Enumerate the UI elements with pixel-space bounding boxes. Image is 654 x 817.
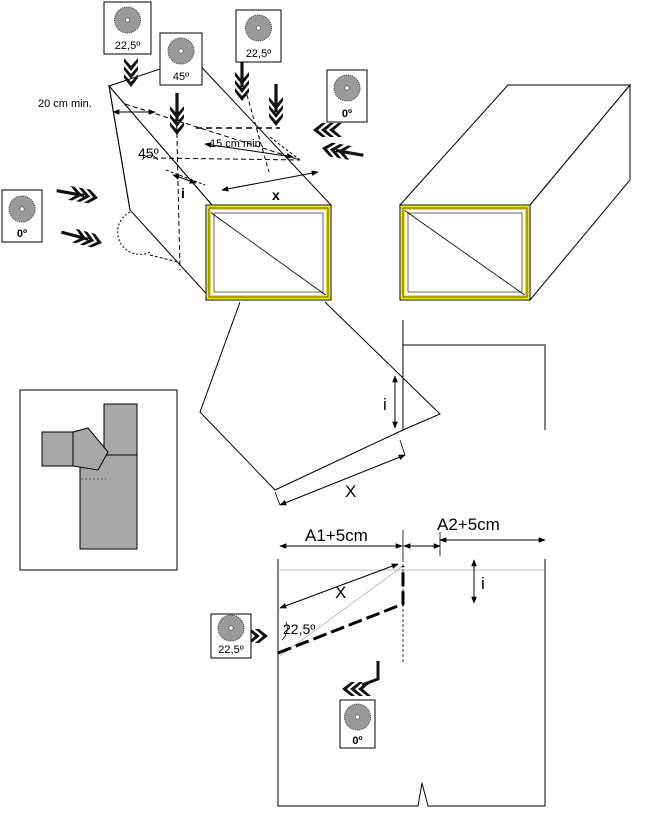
label-x-top: x (272, 187, 280, 203)
cut-arrows (55, 58, 380, 696)
label-x-bottom: X (335, 583, 346, 602)
saw-badge-bottom-left: 22,5º (210, 613, 252, 659)
saw-badge-bottom-center-label: 0º (352, 735, 362, 747)
left-duct (108, 57, 333, 302)
label-i-top: i (181, 185, 185, 201)
saw-badge-top-right: 22,5º (235, 9, 282, 63)
flat-sheet (277, 530, 546, 807)
label-a1: A1+5cm (305, 526, 368, 545)
saw-badge-right-label: 0º (342, 108, 352, 120)
saw-badge-top-middle: 45º (159, 32, 203, 86)
label-x-mid: X (345, 482, 356, 501)
right-duct (398, 83, 632, 302)
saw-badge-right: 0º (326, 69, 368, 123)
label-20cm-min: 20 cm min. (38, 98, 92, 110)
label-a2: A2+5cm (437, 515, 500, 534)
saw-badge-top-left-label: 22,5º (115, 40, 140, 52)
label-15cm-min: 15 cm min. (210, 138, 264, 150)
saw-badge-left: 0º (1, 189, 43, 243)
saw-badge-left-label: 0º (17, 228, 27, 240)
saw-badge-bottom-left-label: 22,5º (218, 644, 243, 656)
saw-badge-top-right-label: 22,5º (246, 48, 271, 60)
label-i-mid: i (383, 395, 387, 414)
saw-badge-bottom-center: 0º (339, 699, 376, 749)
label-angle-45: 45º (138, 145, 159, 161)
saw-badge-top-middle-label: 45º (173, 71, 189, 83)
saw-badge-top-left: 22,5º (103, 1, 152, 55)
elbow-inset (19, 389, 178, 571)
label-i-bottom: i (481, 574, 485, 593)
cut-piece-outline (199, 301, 546, 506)
label-angle-bottom: 22,5º (283, 621, 315, 637)
